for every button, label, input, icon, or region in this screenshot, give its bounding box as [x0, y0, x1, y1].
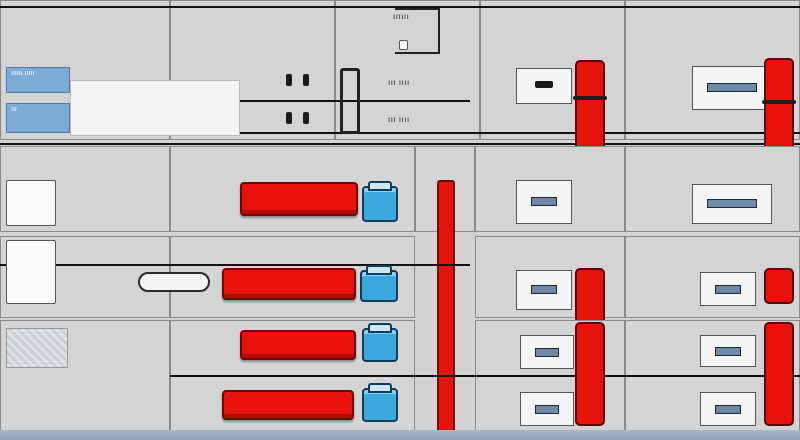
rack-slot-2	[303, 74, 309, 86]
drawer-top-a-slot	[535, 81, 553, 88]
blue-bin-icon	[362, 181, 398, 222]
red-canister-icon	[240, 182, 358, 216]
top-shelf-plank	[70, 80, 240, 136]
label-tag-1: ıııııı ııııı	[6, 67, 70, 93]
rack-slots-top	[283, 68, 323, 136]
sign-mid-text-1: ııı ıııı	[388, 78, 410, 87]
rail-mid-2	[240, 132, 800, 134]
drawer-bot-a[interactable]	[520, 335, 574, 369]
white-box-1	[6, 180, 56, 226]
floor-strip	[0, 430, 800, 440]
red-pole	[437, 180, 455, 435]
rail-mid-1	[240, 100, 470, 102]
drawer-mid-a[interactable]	[516, 180, 572, 224]
red-canister-icon	[222, 268, 356, 300]
drawer-top-b[interactable]	[692, 66, 772, 110]
red-canister-icon	[240, 330, 356, 360]
drawer-mid-b[interactable]	[692, 184, 772, 224]
rack-slot-4	[303, 112, 309, 124]
drawer-low-a[interactable]	[516, 270, 572, 310]
label-tag-1-text: ıııııı ııııı	[11, 70, 35, 77]
sign-top-text: ıııııı	[393, 12, 410, 21]
sign-mid-text-2: ııı ıııı	[388, 115, 410, 124]
fire-extinguisher-icon	[764, 268, 794, 304]
drawer-bot-b[interactable]	[520, 392, 574, 426]
blue-bin-icon	[362, 323, 398, 362]
fire-extinguisher-icon	[764, 322, 794, 426]
drawer-bot-d[interactable]	[700, 392, 756, 426]
drawer-handle-icon[interactable]	[138, 272, 210, 292]
red-canister-icon	[222, 390, 354, 420]
label-tag-2-text: ııı	[11, 106, 17, 113]
fire-extinguisher-icon	[575, 322, 605, 426]
extinguisher-band-1	[573, 96, 607, 100]
blue-bin-icon	[362, 383, 398, 422]
label-tag-2: ııı	[6, 103, 70, 133]
fire-extinguisher-icon	[575, 268, 605, 324]
rail-mid-3	[0, 143, 800, 145]
drawer-low-b[interactable]	[700, 272, 756, 306]
drawer-top-a[interactable]	[516, 68, 572, 104]
drawer-bot-c[interactable]	[700, 335, 756, 367]
sign-square	[399, 40, 408, 50]
rail-low	[0, 264, 470, 266]
rack-slot-3	[286, 112, 292, 124]
rail-bottom	[170, 375, 800, 377]
top-rail	[0, 6, 800, 8]
white-box-2	[6, 240, 56, 304]
bracket-top	[340, 68, 360, 134]
blue-bin-icon	[360, 265, 398, 302]
grid-panel	[6, 328, 68, 368]
rack-slot-1	[286, 74, 292, 86]
sign-frame: ıııııı	[393, 8, 440, 54]
extinguisher-band-3	[762, 100, 796, 104]
